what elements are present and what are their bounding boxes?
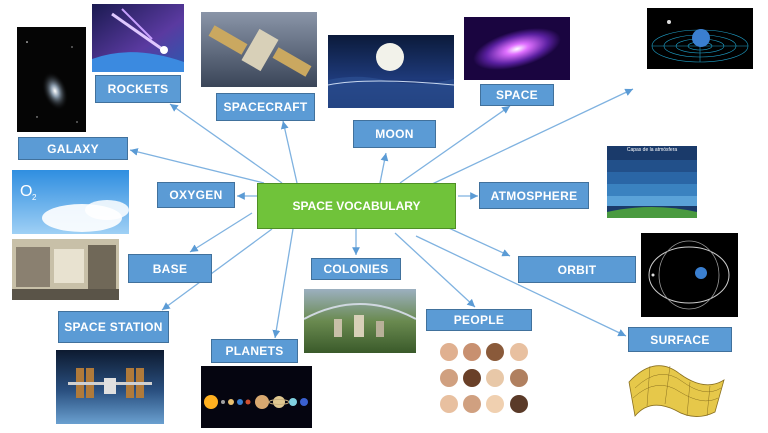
moon-image <box>328 35 454 108</box>
surface-image <box>625 352 728 424</box>
term-colonies: COLONIES <box>311 258 401 280</box>
atmosphere-image: Capas de la atmósfera <box>607 146 697 218</box>
svg-text:2: 2 <box>32 193 37 202</box>
term-space-station: SPACE STATION <box>58 311 169 343</box>
term-surface: SURFACE <box>628 327 732 352</box>
arrow-base <box>189 212 253 253</box>
term-atmosphere: ATMOSPHERE <box>479 182 589 209</box>
spacecraft-image <box>201 12 317 87</box>
planets-image <box>201 366 312 428</box>
space-station-image <box>56 350 164 424</box>
term-moon: MOON <box>353 120 436 148</box>
term-people: PEOPLE <box>426 309 532 331</box>
galaxy-image <box>17 27 86 132</box>
orbit-image <box>641 233 738 317</box>
arrow-spacecraft <box>280 120 298 184</box>
space-image <box>464 17 570 80</box>
arrow-moon <box>379 152 389 184</box>
arrow-galaxy <box>129 148 265 184</box>
term-spacecraft: SPACECRAFT <box>216 93 315 121</box>
term-planets: PLANETS <box>211 339 298 363</box>
term-orbit: ORBIT <box>518 256 636 283</box>
people-image <box>437 340 533 416</box>
orbit-grid-image <box>647 8 753 69</box>
term-space: SPACE <box>480 84 554 106</box>
center-topic-box: SPACE VOCABULARY <box>257 183 456 229</box>
term-galaxy: GALAXY <box>18 137 128 160</box>
atmosphere-image-title: Capas de la atmósfera <box>626 147 678 153</box>
term-rockets: ROCKETS <box>95 75 181 103</box>
rockets-image <box>92 4 184 72</box>
svg-text:O: O <box>20 183 32 200</box>
base-image <box>12 239 119 300</box>
term-oxygen: OXYGEN <box>157 182 235 208</box>
term-base: BASE <box>128 254 212 283</box>
colonies-image <box>304 289 416 353</box>
arrow-planets <box>272 228 294 339</box>
oxygen-image: O 2 <box>12 170 129 234</box>
